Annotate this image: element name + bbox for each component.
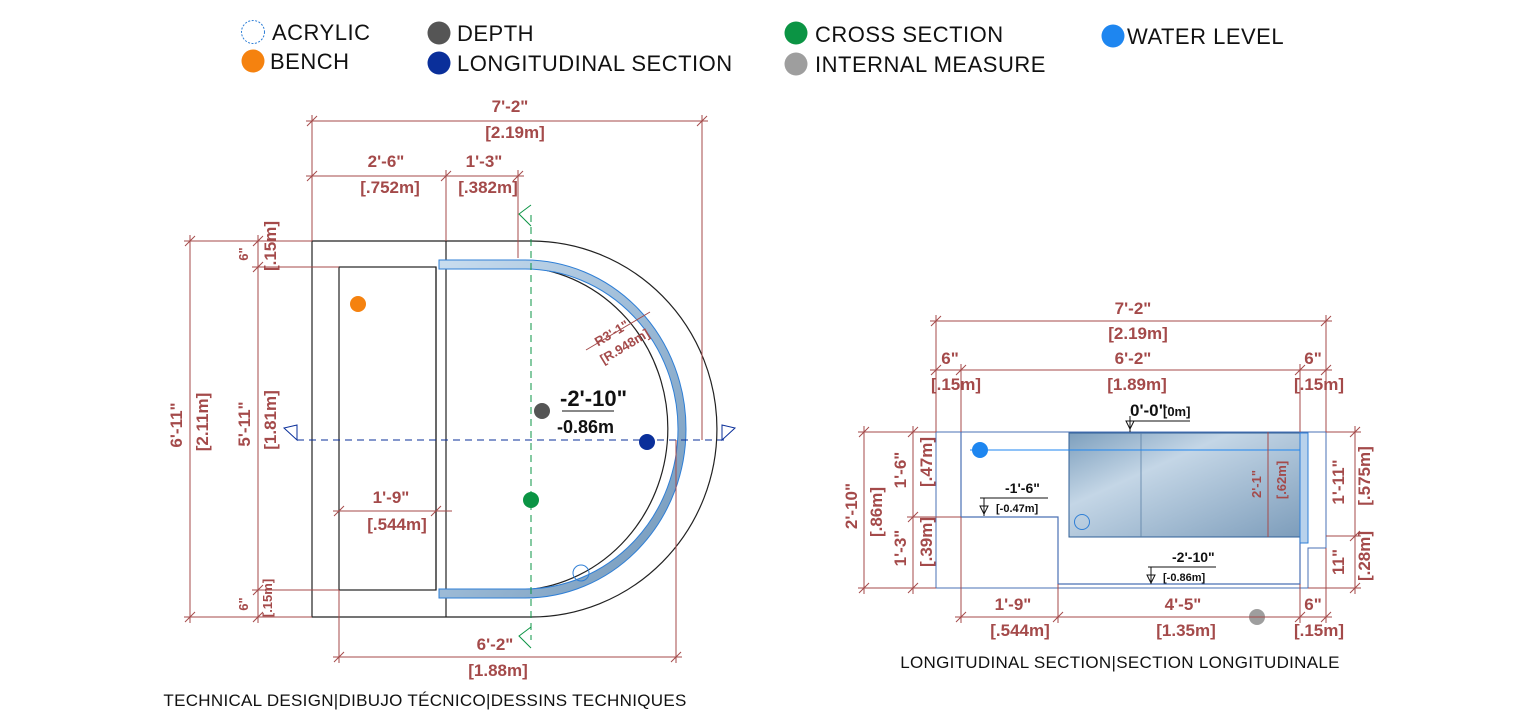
section-outer-shell [935,432,1327,589]
plan-internal-length-imperial: 5'-11" [235,401,254,446]
legend-item-water-level: WATER LEVEL [1101,24,1284,49]
plan-acrylic-panel [438,259,687,599]
section-caption: LONGITUDINAL SECTION|SECTION LONGITUDINA… [900,653,1340,672]
section-inner-width-imperial: 6'-2" [1115,349,1152,368]
plan-bench-depth-imperial: 1'-9" [373,488,410,507]
section-bench-height-lower-imperial: 1'-3" [891,530,910,567]
legend-item-cross-section: CROSS SECTION [784,21,1004,47]
section-total-height-imperial: 2'-10" [842,483,861,529]
section-right-upper-imperial: 1'-11" [1329,459,1348,504]
plan-overall-width-metric: [2.19m] [485,123,545,142]
section-bottom-floor-metric: [1.35m] [1156,621,1216,640]
plan-wall-bottom-metric: [.15m] [260,579,275,617]
section-right-lower-metric: [.28m] [1355,531,1374,581]
section-bench-height-upper-metric: [.47m] [917,437,936,487]
section-bench-level-imperial: -1'-6" [1005,480,1040,496]
section-top-level-metric: [0m] [1163,404,1190,419]
plan-longitudinal-marker [639,434,655,450]
legend-item-depth: DEPTH [427,21,534,46]
section-acrylic-height-imperial: 2'-1" [1249,470,1264,498]
plan-bench-width-metric: [.752m] [360,178,420,197]
legend-item-longitudinal-section: LONGITUDINAL SECTION [427,51,733,76]
plan-caption: TECHNICAL DESIGN|DIBUJO TÉCNICO|DESSINS … [163,691,686,710]
section-overall-width-metric: [2.19m] [1108,324,1168,343]
legend-label-internal-measure: INTERNAL MEASURE [815,52,1046,77]
section-bottom-wall-metric: [.15m] [1294,621,1344,640]
legend-label-longitudinal-section: LONGITUDINAL SECTION [457,51,733,76]
plan-view: -2'-10" -0.86m 7'-2" [2.19m] 2'-6" [.752… [163,97,737,710]
internal-measure-marker-icon [784,52,808,76]
plan-cross-marker [523,492,539,508]
water-level-marker-icon [1101,24,1125,48]
plan-radius-leader [585,311,651,351]
legend-label-cross-section: CROSS SECTION [815,22,1004,47]
plan-wall-top-imperial: 6" [236,247,251,260]
plan-internal-width-metric: [1.88m] [468,661,528,680]
plan-wall-bottom-imperial: 6" [236,597,251,610]
plan-bench-depth-metric: [.544m] [367,515,427,534]
plan-overall-length-imperial: 6'-11" [167,402,186,447]
plan-acrylic-marker [572,564,590,582]
section-left-wall-metric: [.15m] [931,375,981,394]
section-acrylic-marker [1074,514,1090,530]
plan-offset-width-imperial: 1'-3" [466,152,503,171]
legend-label-water-level: WATER LEVEL [1127,24,1284,49]
plan-bench [338,266,437,591]
longitudinal-section-marker-icon [427,51,451,75]
section-bottom-bench-metric: [.544m] [990,621,1050,640]
plan-depth-imperial: -2'-10" [560,386,627,411]
legend-label-acrylic: ACRYLIC [272,20,370,45]
section-bottom-wall-imperial: 6" [1304,595,1322,614]
plan-bench-marker [350,296,366,312]
legend-label-depth: DEPTH [457,21,534,46]
acrylic-marker-icon [241,20,265,44]
section-bench-level-metric: [-0.47m] [996,503,1039,515]
section-water-volume [1068,432,1301,538]
section-water-level-marker [972,442,988,458]
plan-offset-width-metric: [.382m] [458,178,518,197]
section-total-height-metric: [.86m] [867,487,886,537]
plan-internal-width-imperial: 6'-2" [477,635,514,654]
plan-inner-outline [446,266,669,591]
plan-section-arrow-right-icon [721,424,737,442]
section-acrylic-height-metric: [.62m] [1274,461,1289,499]
section-bench-height-upper-imperial: 1'-6" [891,452,910,489]
plan-overall-width-imperial: 7'-2" [492,97,529,116]
section-right-lower-imperial: 11" [1329,549,1348,575]
section-floor-level-imperial: -2'-10" [1172,549,1215,565]
section-top-level-imperial: 0'-0" [1130,401,1167,420]
legend-item-acrylic: ACRYLIC [241,20,370,45]
section-right-upper-metric: [.575m] [1355,446,1374,506]
plan-section-arrow-left-icon [282,424,298,442]
plan-depth-marker [534,403,550,419]
legend-label-bench: BENCH [270,49,350,74]
section-acrylic-panel [1299,432,1309,544]
depth-marker-icon [427,21,451,45]
section-bottom-floor-imperial: 4'-5" [1165,595,1202,614]
legend-item-internal-measure: INTERNAL MEASURE [784,52,1046,77]
legend: ACRYLIC BENCH DEPTH LONGITUDINAL SECTION… [241,20,1284,77]
section-overall-width-imperial: 7'-2" [1115,299,1152,318]
legend-item-bench: BENCH [241,49,350,74]
plan-overall-length-metric: [2.11m] [193,393,212,452]
plan-outer-outline [311,240,718,618]
section-bottom-bench-imperial: 1'-9" [995,595,1032,614]
section-bench-height-lower-metric: [.39m] [917,517,936,567]
section-inner-width-metric: [1.89m] [1107,375,1167,394]
section-right-wall-imperial: 6" [1304,349,1322,368]
plan-internal-length-metric: [1.81m] [261,390,280,450]
plan-cross-arrow-top-icon [518,204,532,227]
section-inner-cavity [960,432,1301,585]
plan-depth-metric: -0.86m [557,417,614,437]
plan-bench-width-imperial: 2'-6" [368,152,405,171]
cross-section-marker-icon [784,21,808,45]
section-right-wall-metric: [.15m] [1294,375,1344,394]
section-floor-level-metric: [-0.86m] [1163,572,1206,584]
plan-wall-top-metric: [.15m] [261,221,280,271]
bench-marker-icon [241,49,265,73]
section-view: 0'-0" [0m] -1'-6" [-0.47m] -2'-10" [-0.8… [842,299,1374,672]
plan-cross-arrow-bottom-icon [518,626,532,649]
section-left-wall-imperial: 6" [941,349,959,368]
